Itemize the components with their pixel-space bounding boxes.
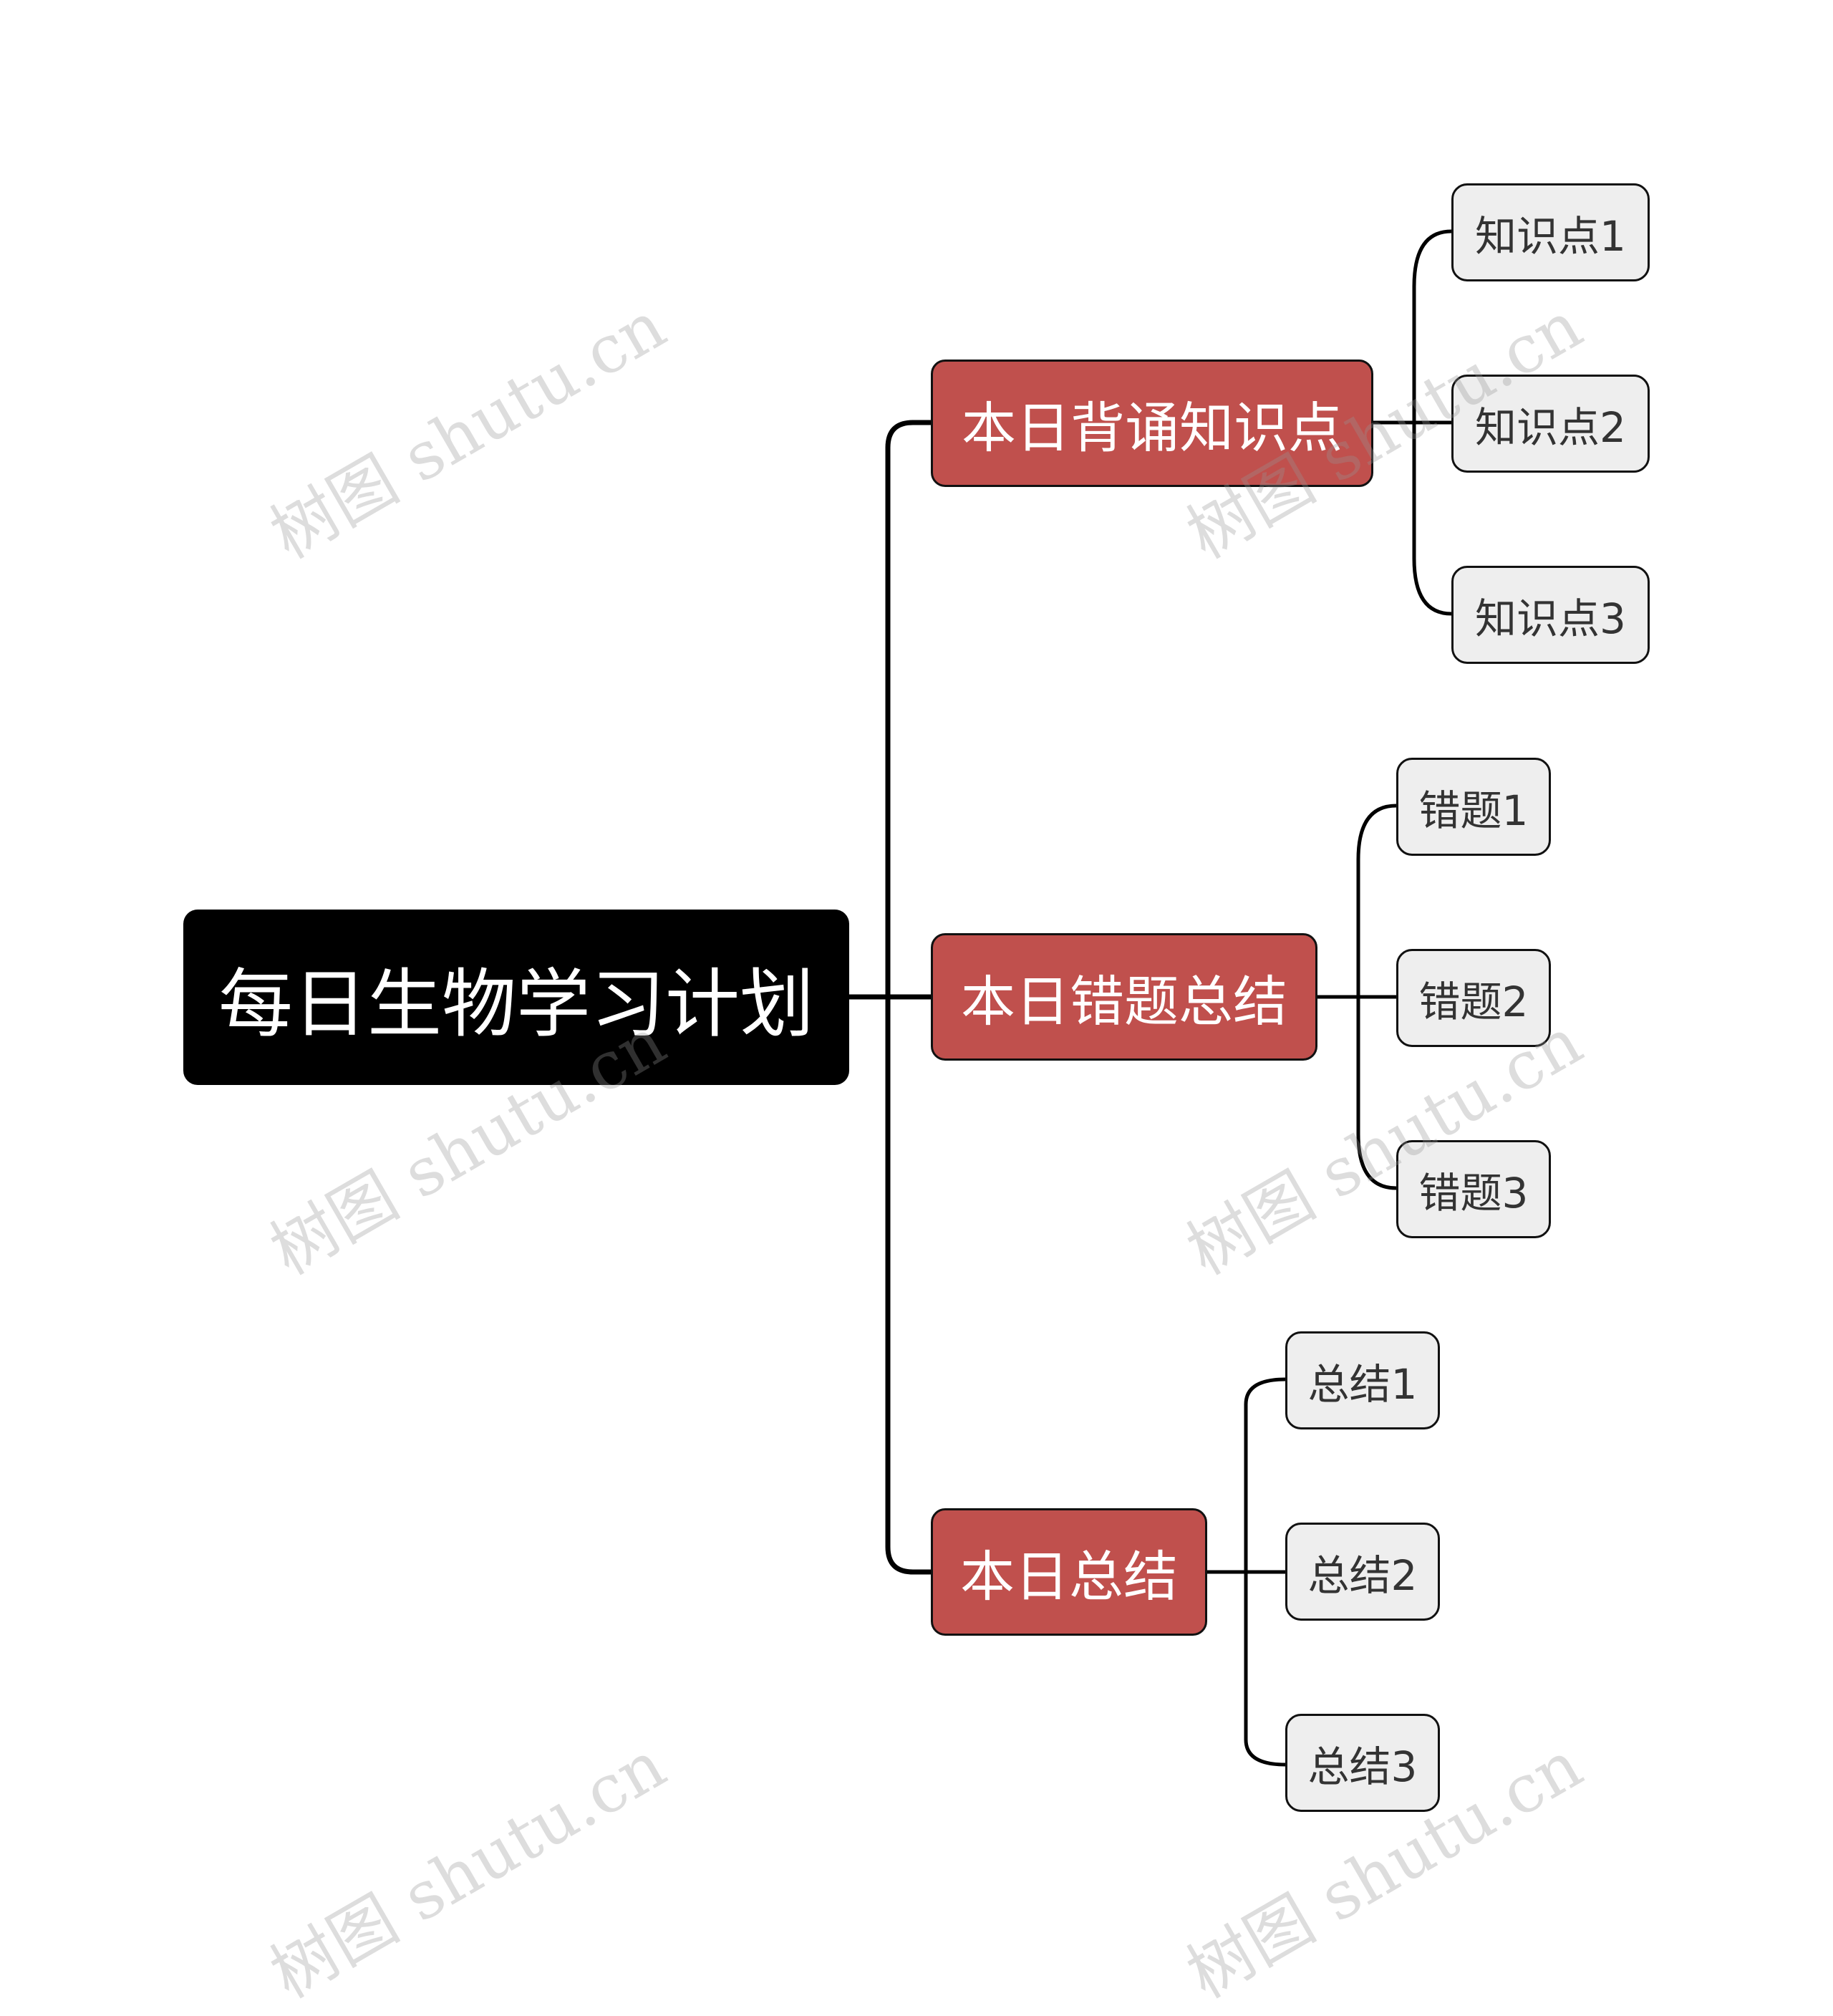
branch-node-mistakes[interactable]: 本日错题总结 <box>931 933 1317 1061</box>
leaf-node-mistake-1[interactable]: 错题1 <box>1396 758 1551 856</box>
leaf-node-summary-3[interactable]: 总结3 <box>1285 1714 1440 1812</box>
leaf-node-summary-2[interactable]: 总结2 <box>1285 1523 1440 1621</box>
branch-node-recite[interactable]: 本日背诵知识点 <box>931 360 1373 487</box>
leaf-node-knowledge-3[interactable]: 知识点3 <box>1451 566 1650 664</box>
leaf-node-summary-1[interactable]: 总结1 <box>1285 1331 1440 1429</box>
leaf-node-knowledge-2[interactable]: 知识点2 <box>1451 375 1650 473</box>
leaf-node-mistake-2[interactable]: 错题2 <box>1396 949 1551 1047</box>
branch-node-summary[interactable]: 本日总结 <box>931 1508 1207 1636</box>
leaf-node-knowledge-1[interactable]: 知识点1 <box>1451 183 1650 281</box>
leaf-node-mistake-3[interactable]: 错题3 <box>1396 1140 1551 1238</box>
root-node[interactable]: 每日生物学习计划 <box>183 910 849 1085</box>
connector-trunk <box>885 420 916 1575</box>
